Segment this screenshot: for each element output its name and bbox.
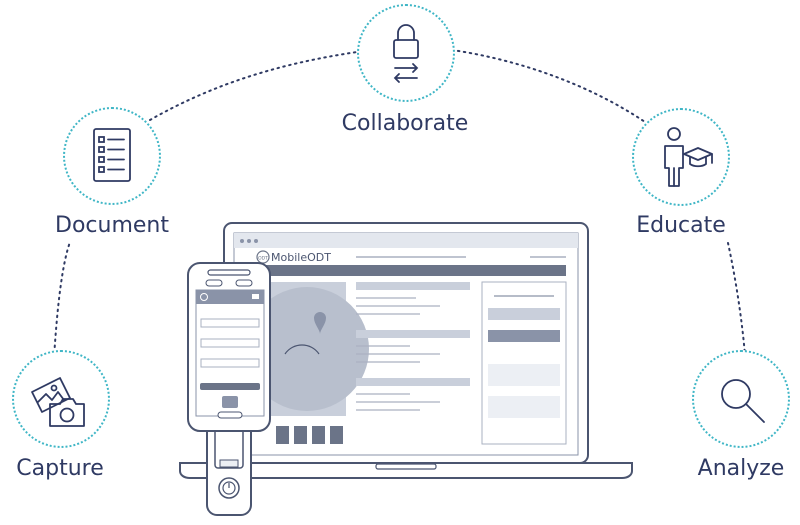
analyze-label: Analyze — [697, 456, 785, 481]
document-label: Document — [55, 213, 169, 238]
phone — [187, 262, 271, 516]
graduate-icon — [664, 127, 713, 187]
power-icon — [222, 481, 236, 495]
camera-button-icon — [222, 396, 238, 408]
capture-node — [12, 350, 110, 448]
map-pin-icon — [314, 312, 326, 334]
brand-name: MobileODT — [271, 251, 331, 264]
educate-node — [632, 108, 730, 206]
collaborate-label: Collaborate — [341, 111, 469, 136]
brand-mark: ODT — [258, 256, 268, 262]
collaborate-node — [357, 4, 455, 102]
capture-label: Capture — [16, 456, 104, 481]
magnifier-icon — [721, 379, 765, 423]
document-node — [63, 107, 161, 205]
photo-camera-icon — [31, 377, 85, 427]
analyze-node — [692, 350, 790, 448]
laptop: ODT MobileODT — [179, 222, 633, 479]
lock-exchange-icon — [393, 24, 419, 83]
checklist-icon — [93, 128, 131, 182]
educate-label: Educate — [636, 213, 726, 238]
